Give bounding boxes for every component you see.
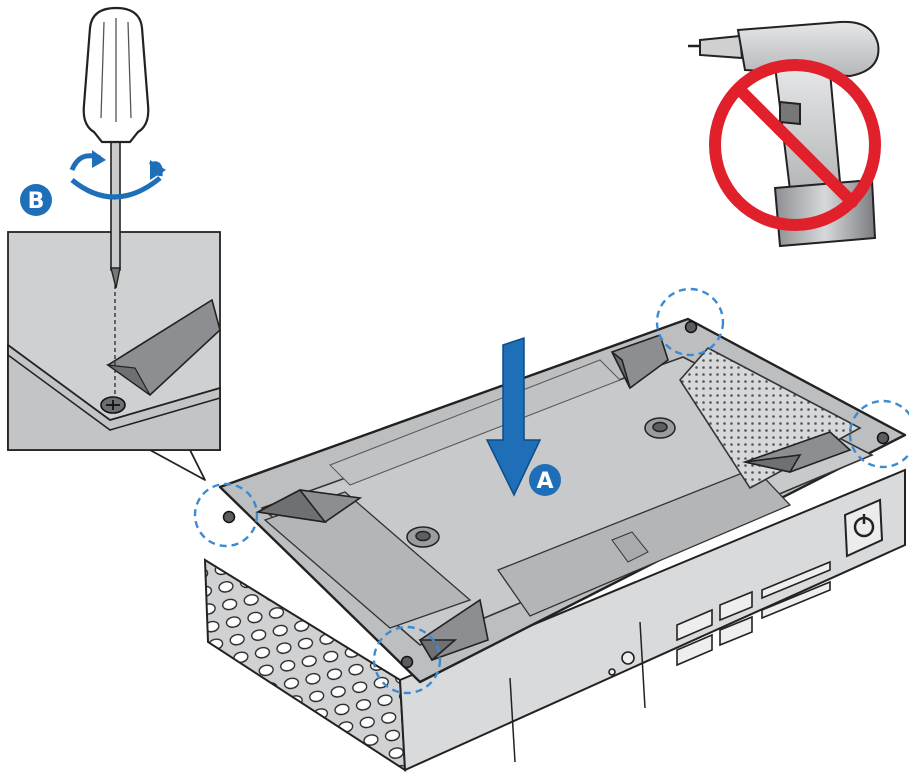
- step-b-label: B: [28, 189, 45, 214]
- screw-highlight-circle: [848, 399, 909, 469]
- vent-grille: [678, 346, 862, 490]
- screw-highlights: [193, 287, 909, 695]
- screw: [876, 431, 890, 445]
- audio-jack: [621, 651, 635, 665]
- screw-highlight-circle: [372, 625, 442, 695]
- card-slot: [761, 580, 831, 620]
- label-panel: [496, 467, 792, 617]
- power-button: [843, 498, 884, 558]
- down-arrow-icon: [485, 336, 542, 497]
- screw: [222, 510, 236, 524]
- mini-pc: [193, 287, 909, 772]
- prohibited-icon: [709, 59, 881, 231]
- no-power-drill: [688, 20, 881, 248]
- sd-card-slot: [761, 560, 831, 600]
- chassis-front: [398, 468, 906, 772]
- corner-screws: [222, 320, 890, 669]
- usb-port: [719, 615, 753, 647]
- screw: [400, 655, 414, 669]
- center-bosses: [406, 417, 676, 548]
- usb-port: [676, 633, 713, 667]
- step-a-badge: A: [529, 464, 561, 496]
- screwdriver-icon: [82, 6, 150, 289]
- step-a-label: A: [536, 469, 553, 494]
- screw-highlight-circle: [655, 287, 725, 357]
- inset-pointer: [149, 449, 206, 481]
- step-b-badge: B: [20, 184, 52, 216]
- front-ports: [608, 560, 831, 676]
- logo-stamp: [611, 531, 649, 563]
- rubber-feet: [255, 333, 852, 662]
- screw-highlight-circle: [193, 482, 259, 548]
- usb-port: [719, 590, 753, 622]
- usb-port: [676, 608, 713, 642]
- screw: [684, 320, 698, 334]
